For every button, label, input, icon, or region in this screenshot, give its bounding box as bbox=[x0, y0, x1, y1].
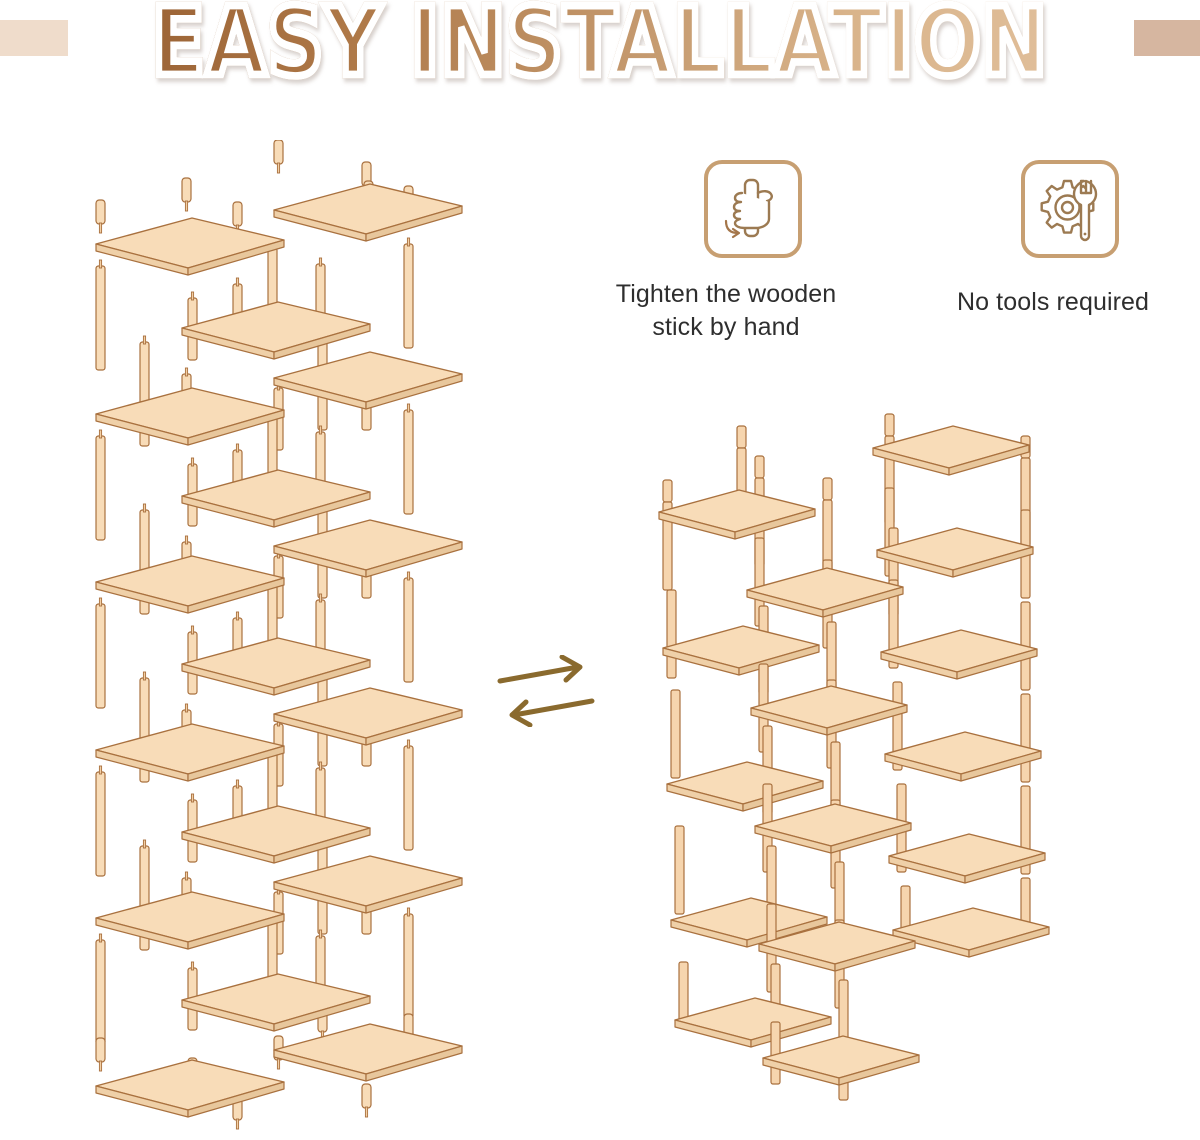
hand-tighten-stick-icon bbox=[724, 178, 773, 239]
feature-no-tools-required: No tools required bbox=[938, 160, 1168, 319]
gear-wrench-icon-box bbox=[1021, 160, 1119, 258]
convert-arrows-icon bbox=[497, 655, 595, 727]
page-title: EASY INSTALLATION bbox=[149, 0, 1051, 93]
shelf-column-right bbox=[736, 413, 1050, 958]
header-left-accent-bar bbox=[0, 20, 68, 56]
header-banner: EASY INSTALLATION bbox=[0, 0, 1200, 100]
exploded-parts-diagram bbox=[95, 140, 463, 1130]
page-title-wrap: EASY INSTALLATION bbox=[0, 0, 1200, 93]
feature-caption: Tighten the wooden stick by hand bbox=[615, 280, 837, 341]
feature-caption: No tools required bbox=[956, 288, 1150, 316]
header-right-accent-bar bbox=[1134, 20, 1200, 56]
assembled-shelf-diagram bbox=[658, 413, 1050, 1101]
hand-tighten-stick-icon-box bbox=[704, 160, 802, 258]
gear-wrench-icon bbox=[1040, 179, 1098, 242]
feature-tighten-by-hand: Tighten the wooden stick by hand bbox=[611, 160, 841, 344]
